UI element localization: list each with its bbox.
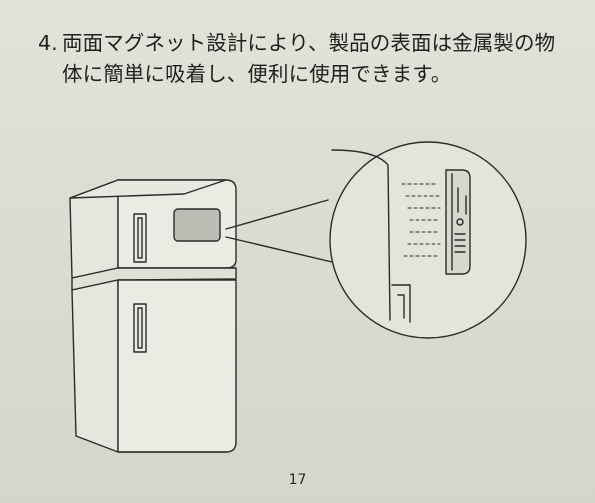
page-number: 17 xyxy=(288,472,307,488)
instruction-step-4: 4.両面マグネット設計により、製品の表面は金属製の物 体に簡単に吸着し、便利に使… xyxy=(38,28,568,90)
step-number: 4. xyxy=(38,31,58,55)
callout-lines xyxy=(225,199,333,263)
instruction-line-2: 体に簡単に吸着し、便利に使用できます。 xyxy=(62,62,452,86)
magnet-field-lines xyxy=(401,183,441,257)
device-side-profile xyxy=(445,169,471,275)
magnetic-device-on-door xyxy=(173,208,221,242)
zoom-detail xyxy=(329,141,527,339)
refrigerator xyxy=(69,179,237,453)
instruction-line-1: 両面マグネット設計により、製品の表面は金属製の物 xyxy=(62,31,556,55)
upper-door-handle xyxy=(133,213,147,263)
lower-door-handle xyxy=(133,303,147,353)
